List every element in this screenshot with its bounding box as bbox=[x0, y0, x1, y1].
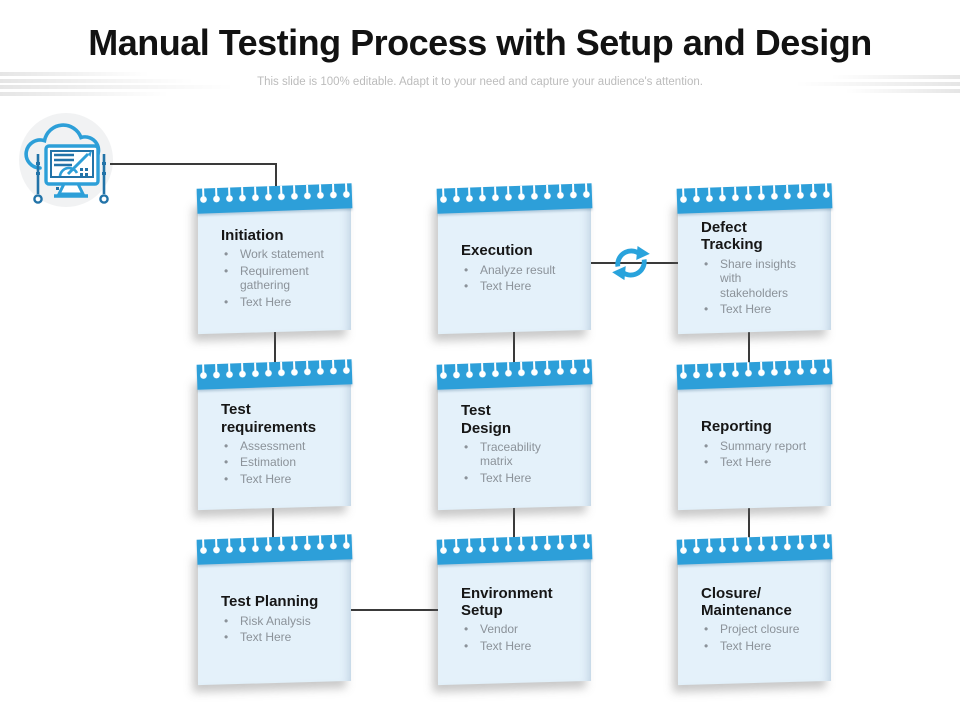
card-bullet: Text Here bbox=[701, 639, 821, 654]
page-title: Manual Testing Process with Setup and De… bbox=[88, 22, 872, 63]
connector-defect-tracking-to-reporting bbox=[748, 331, 750, 364]
connector-test-planning-to-environment-setup bbox=[351, 609, 438, 611]
card-test-requirements: Test requirements Assessment Estimation … bbox=[196, 359, 353, 511]
card-bullet: Text Here bbox=[221, 630, 341, 645]
card-bullet: Analyze result bbox=[461, 263, 581, 278]
card-title: Reporting bbox=[701, 418, 772, 436]
slide-subtitle: This slide is 100% editable. Adapt it to… bbox=[257, 76, 703, 88]
card-bullet: Requirement gathering bbox=[221, 264, 341, 293]
card-bullet-list: Analyze result Text Here bbox=[461, 263, 581, 296]
connector-test-requirements-to-test-planning bbox=[272, 504, 274, 539]
decor-stripe bbox=[830, 75, 960, 79]
card-bullet: Estimation bbox=[221, 455, 341, 470]
card-defect-tracking: Defect Tracking Share insights with stak… bbox=[676, 183, 833, 335]
card-bullet: Text Here bbox=[221, 472, 341, 487]
decor-stripe bbox=[0, 72, 150, 76]
connector-initiation-to-test-requirements bbox=[274, 329, 276, 364]
card-title: Test Design bbox=[461, 402, 512, 437]
connector-test-design-to-execution bbox=[513, 329, 515, 364]
card-initiation: Initiation Work statement Requirement ga… bbox=[196, 183, 353, 335]
card-bullet-list: Vendor Text Here bbox=[461, 622, 581, 655]
card-title: Test requirements bbox=[221, 401, 317, 436]
card-bullet: Risk Analysis bbox=[221, 614, 341, 629]
card-bullet-list: Traceability matrix Text Here bbox=[461, 440, 581, 488]
card-bullet: Text Here bbox=[461, 279, 581, 294]
card-bullet: Assessment bbox=[221, 439, 341, 454]
card-bullet: Project closure bbox=[701, 622, 821, 637]
card-bullet: Text Here bbox=[701, 455, 821, 470]
card-bullet-list: Summary report Text Here bbox=[701, 439, 821, 472]
decor-stripe bbox=[0, 85, 235, 89]
card-test-design: Test Design Traceability matrix Text Her… bbox=[436, 359, 593, 511]
decor-stripe bbox=[795, 82, 960, 86]
cloud-design-icon bbox=[16, 110, 116, 212]
card-bullet-list: Assessment Estimation Text Here bbox=[221, 439, 341, 489]
card-title: Test Planning bbox=[221, 593, 319, 611]
sync-arrows-icon bbox=[610, 242, 652, 284]
card-closure-maintenance: Closure/ Maintenance Project closure Tex… bbox=[676, 534, 833, 686]
connector-execution-to-defect-tracking bbox=[590, 262, 678, 264]
connector-icon-to-initiation-drop bbox=[275, 163, 277, 190]
card-title: Execution bbox=[461, 242, 533, 260]
card-title: Initiation bbox=[221, 226, 284, 244]
connector-reporting-to-closure bbox=[748, 508, 750, 539]
decor-stripe bbox=[845, 89, 960, 93]
connector-icon-to-initiation bbox=[110, 163, 277, 165]
card-title: Defect Tracking bbox=[701, 219, 763, 254]
card-environment-setup: Environment Setup Vendor Text Here bbox=[436, 534, 593, 686]
card-bullet-list: Work statement Requirement gathering Tex… bbox=[221, 247, 341, 312]
card-bullet-list: Project closure Text Here bbox=[701, 622, 821, 655]
card-reporting: Reporting Summary report Text Here bbox=[676, 359, 833, 511]
card-bullet: Work statement bbox=[221, 247, 341, 262]
card-bullet: Traceability matrix bbox=[461, 440, 581, 469]
card-bullet: Text Here bbox=[461, 471, 581, 486]
decor-stripe bbox=[0, 79, 195, 83]
card-title: Closure/ Maintenance bbox=[701, 584, 792, 619]
card-test-planning: Test Planning Risk Analysis Text Here bbox=[196, 534, 353, 686]
card-bullet: Text Here bbox=[461, 639, 581, 654]
card-bullet-list: Share insights with stakeholders Text He… bbox=[701, 257, 821, 320]
card-bullet: Text Here bbox=[701, 302, 821, 317]
decor-stripe bbox=[0, 92, 170, 96]
card-title: Environment Setup bbox=[461, 584, 553, 619]
card-bullet: Text Here bbox=[221, 295, 341, 310]
card-execution: Execution Analyze result Text Here bbox=[436, 183, 593, 335]
connector-environment-setup-to-test-design bbox=[513, 504, 515, 539]
card-bullet: Vendor bbox=[461, 622, 581, 637]
card-bullet-list: Risk Analysis Text Here bbox=[221, 614, 341, 647]
card-bullet: Share insights with stakeholders bbox=[701, 257, 821, 301]
card-bullet: Summary report bbox=[701, 439, 821, 454]
